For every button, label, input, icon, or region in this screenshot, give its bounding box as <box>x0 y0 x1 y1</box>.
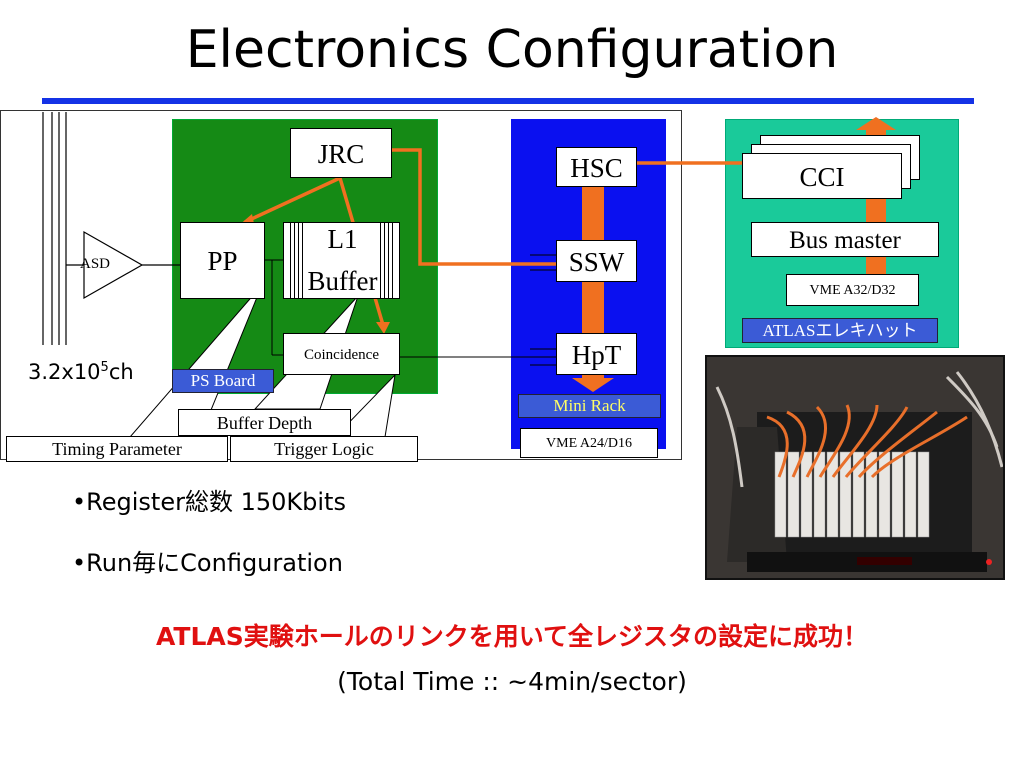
timing-parameter-label: Timing Parameter <box>6 436 228 462</box>
ssw-box: SSW <box>556 240 637 282</box>
vme-a24-box: VME A24/D16 <box>520 428 658 458</box>
hardware-crate-photo <box>705 355 1005 580</box>
jrc-box: JRC <box>290 128 392 178</box>
trigger-logic-label: Trigger Logic <box>230 436 418 462</box>
coincidence-box: Coincidence <box>283 333 400 375</box>
bus-master-box: Bus master <box>751 222 939 257</box>
channel-count: 3.2x105ch <box>28 360 134 384</box>
l1-buffer-label-1: L1 <box>327 224 358 254</box>
atlas-electronics-hut-label: ATLASエレキハット <box>742 318 938 343</box>
page-title: Electronics Configuration <box>185 20 839 80</box>
hsc-box: HSC <box>556 147 637 187</box>
vme-a32-box: VME A32/D32 <box>786 274 919 306</box>
conclusion-text: ATLAS実験ホールのリンクを用いて全レジスタの設定に成功！ <box>156 622 868 651</box>
buffer-depth-label: Buffer Depth <box>178 409 351 436</box>
asd-label: ASD <box>80 256 111 272</box>
title-divider <box>42 98 974 104</box>
input-bus-lines <box>42 112 67 345</box>
hpt-box: HpT <box>556 333 637 375</box>
asd-amplifier-symbol <box>83 230 144 300</box>
l1-buffer-box: L1 Buffer <box>283 222 400 299</box>
bullet-register-count: •Register総数 150Kbits <box>72 488 346 516</box>
mini-rack-label: Mini Rack <box>518 394 661 418</box>
cci-box: CCI <box>742 153 902 199</box>
crate-illustration <box>707 357 1003 578</box>
bullet-run-configuration: •Run毎にConfiguration <box>72 549 343 577</box>
pp-box: PP <box>180 222 265 299</box>
ps-board-label: PS Board <box>172 369 274 393</box>
l1-buffer-label-2: Buffer <box>307 266 378 296</box>
total-time-text: (Total Time :: ~4min/sector) <box>337 667 687 696</box>
